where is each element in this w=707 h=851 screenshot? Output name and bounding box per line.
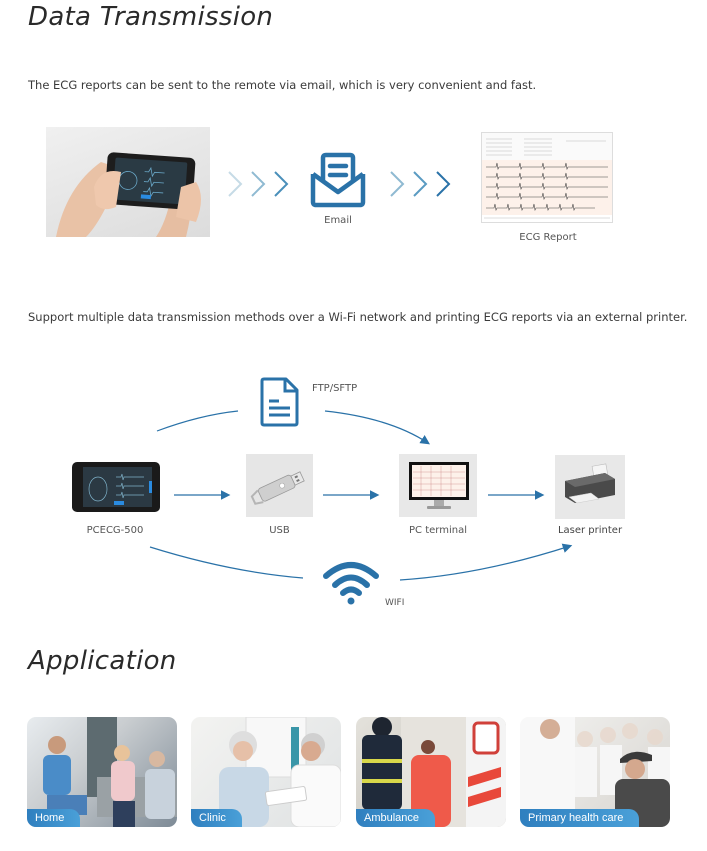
flow-arrows-1 <box>226 170 296 198</box>
section-title-application: Application <box>28 646 177 676</box>
pcecg-500-device-image <box>72 461 160 513</box>
handheld-device-photo <box>46 127 210 237</box>
tile-label-clinic: Clinic <box>191 809 242 827</box>
laser-printer-label: Laser printer <box>557 525 623 536</box>
application-tile-home[interactable]: Home <box>27 717 177 827</box>
ecg-report-label: ECG Report <box>519 232 577 243</box>
tile-label-primary-health-care: Primary health care <box>520 809 640 827</box>
ftp-sftp-label: FTP/SFTP <box>312 383 358 394</box>
application-tile-ambulance[interactable]: Ambulance <box>356 717 506 827</box>
email-description: The ECG reports can be sent to the remot… <box>28 78 537 92</box>
transmission-methods-description: Support multiple data transmission metho… <box>28 310 688 324</box>
pc-terminal-label: PC terminal <box>409 525 467 536</box>
tile-label-ambulance: Ambulance <box>356 809 436 827</box>
email-icon <box>309 152 367 208</box>
flow-arrows-2 <box>388 170 458 198</box>
section-title-data-transmission: Data Transmission <box>28 2 274 32</box>
transmission-diagram-lines <box>149 410 573 581</box>
document-icon <box>259 377 299 427</box>
pcecg-500-label: PCECG-500 <box>86 525 144 536</box>
usb-drive-image <box>246 454 313 517</box>
application-tile-primary-health-care[interactable]: Primary health care <box>520 717 670 827</box>
wifi-icon <box>322 560 380 606</box>
application-tile-clinic[interactable]: Clinic <box>191 717 341 827</box>
laser-printer-image <box>555 455 625 519</box>
wifi-label: WIFI <box>385 598 405 608</box>
pc-terminal-image <box>399 454 477 517</box>
ecg-report-thumbnail <box>481 132 613 223</box>
usb-label: USB <box>269 525 290 536</box>
email-label: Email <box>324 215 352 226</box>
tile-label-home: Home <box>27 809 81 827</box>
